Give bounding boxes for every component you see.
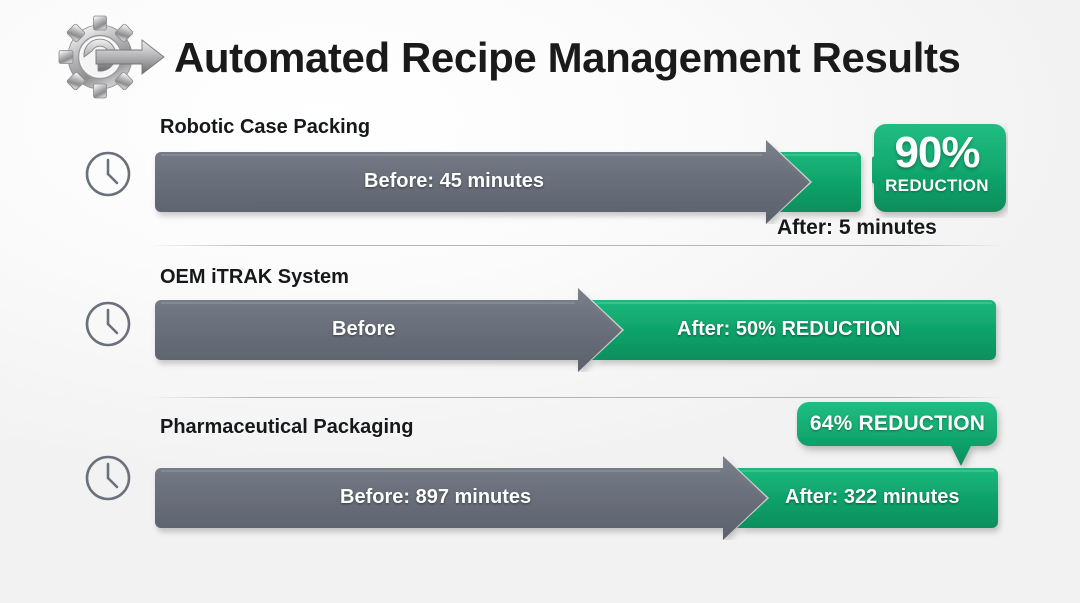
page-title: Automated Recipe Management Results <box>174 34 961 81</box>
row-bars: Before: 897 minutes After: 322 minutes <box>0 454 1080 540</box>
gear-arrow-wrench-icon <box>58 14 174 100</box>
clock-icon <box>84 300 132 348</box>
row-label: OEM iTRAK System <box>160 266 349 288</box>
reduction-callout: 64% REDUCTION <box>795 400 1000 466</box>
reduction-label: REDUCTION <box>885 176 989 195</box>
after-value: After: 5 minutes <box>777 216 937 239</box>
header: Automated Recipe Management Results <box>0 0 1080 100</box>
result-row-pharmaceutical-packaging: Pharmaceutical Packaging <box>0 402 1080 550</box>
reduction-percent: 90% <box>894 128 980 177</box>
row-label: Pharmaceutical Packaging <box>160 416 414 438</box>
row-bars: Before After: 50% REDUCTION <box>0 286 1080 372</box>
result-row-oem-itrak-system: OEM iTRAK System <box>0 258 1080 398</box>
result-row-robotic-case-packing: Robotic Case Packing <box>0 108 1080 248</box>
row-separator <box>155 397 1000 398</box>
row-separator <box>155 245 1000 246</box>
row-label: Robotic Case Packing <box>160 116 371 138</box>
clock-icon <box>84 454 132 502</box>
clock-icon <box>84 150 132 198</box>
reduction-percent: 64% REDUCTION <box>809 412 986 435</box>
reduction-callout: 90% REDUCTION <box>872 122 1006 214</box>
